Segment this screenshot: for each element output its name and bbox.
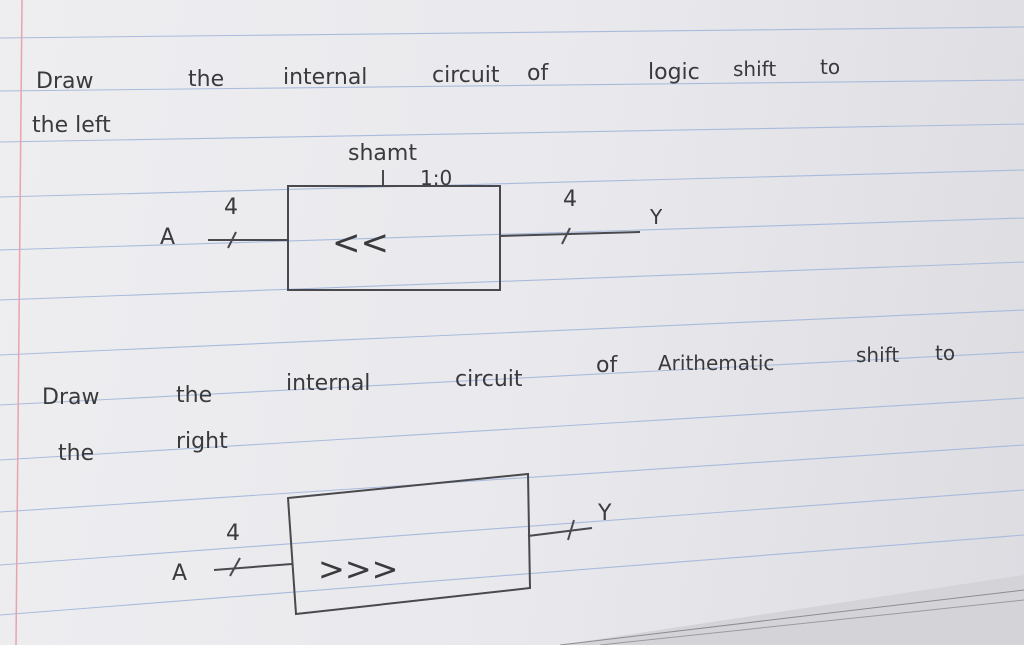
input-width-1: 4 (224, 195, 238, 220)
output-y-label-1: Y (649, 205, 663, 229)
q2-word: right (176, 429, 228, 454)
q1-word: the (188, 67, 224, 92)
q1-word: to (820, 55, 840, 79)
margin-line (15, 0, 23, 645)
q2-word: Arithematic (658, 351, 774, 375)
bus-slash (227, 231, 237, 249)
q1-word: Draw (36, 69, 93, 94)
input-a-wire-2 (213, 563, 293, 571)
ruled-lines (0, 26, 1024, 616)
question-2: Draw the internal circuit of Arithematic… (42, 341, 955, 466)
q2-word: circuit (455, 367, 523, 392)
q2-word: the (176, 383, 212, 408)
bus-slash (229, 557, 241, 577)
q1-word: shift (733, 57, 776, 81)
shift-right-operator: >>> (318, 550, 398, 588)
q2-word: of (596, 353, 618, 378)
bus-slash (561, 227, 571, 245)
input-a-label-2: A (172, 561, 187, 586)
input-width-2: 4 (226, 521, 240, 546)
shifter-box-2 (286, 472, 532, 616)
diagram-1: shamt 1:0 << A 4 4 Y (160, 141, 663, 291)
page-edge-line (599, 599, 1024, 645)
shamt-label: shamt (348, 141, 417, 166)
q2-word: internal (286, 371, 370, 396)
page-stack-edge (560, 575, 1024, 645)
bus-slash (567, 519, 575, 541)
q2-word: Draw (42, 385, 99, 410)
q1-word: logic (648, 60, 700, 85)
page-edge-line (559, 589, 1024, 645)
q1-word: of (527, 61, 549, 86)
shift-left-operator: << (332, 223, 389, 263)
shifter-box-1 (287, 185, 501, 291)
output-y-wire-2 (527, 527, 593, 537)
q2-word: to (935, 341, 955, 365)
output-y-label-2: Y (597, 501, 612, 526)
q1-word: circuit (432, 63, 500, 88)
question-1: Draw the internal circuit of logic shift… (32, 55, 840, 138)
input-a-label-1: A (160, 225, 175, 250)
output-width-1: 4 (563, 187, 577, 212)
diagram-2: >>> A 4 Y (172, 472, 612, 616)
q2-word: shift (856, 343, 899, 367)
q1-line2: the left (32, 113, 111, 138)
output-y-wire-1 (499, 231, 641, 237)
q2-word: the (58, 441, 94, 466)
q1-word: internal (283, 65, 367, 90)
